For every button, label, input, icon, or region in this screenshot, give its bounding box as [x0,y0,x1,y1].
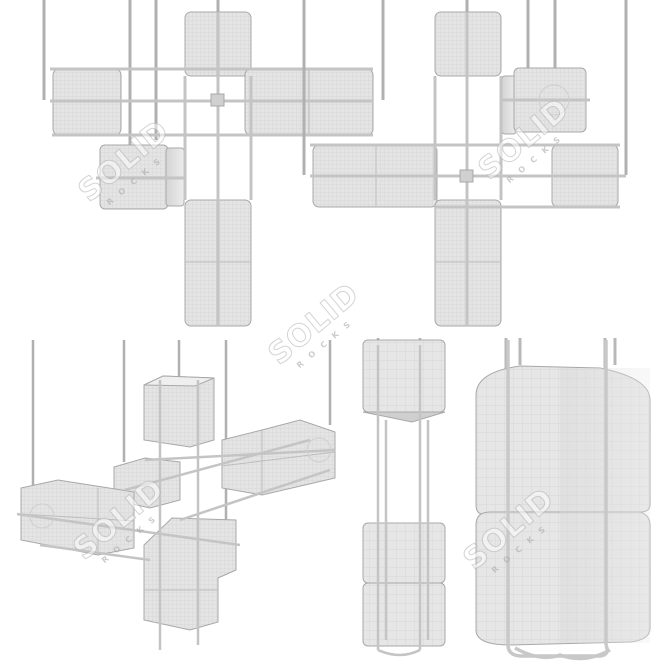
view-bottom-middle [362,338,446,657]
view-bottom-right [475,338,651,661]
view-top-left [42,0,374,327]
view-bottom-left [16,340,336,650]
view-top-right [302,0,628,327]
